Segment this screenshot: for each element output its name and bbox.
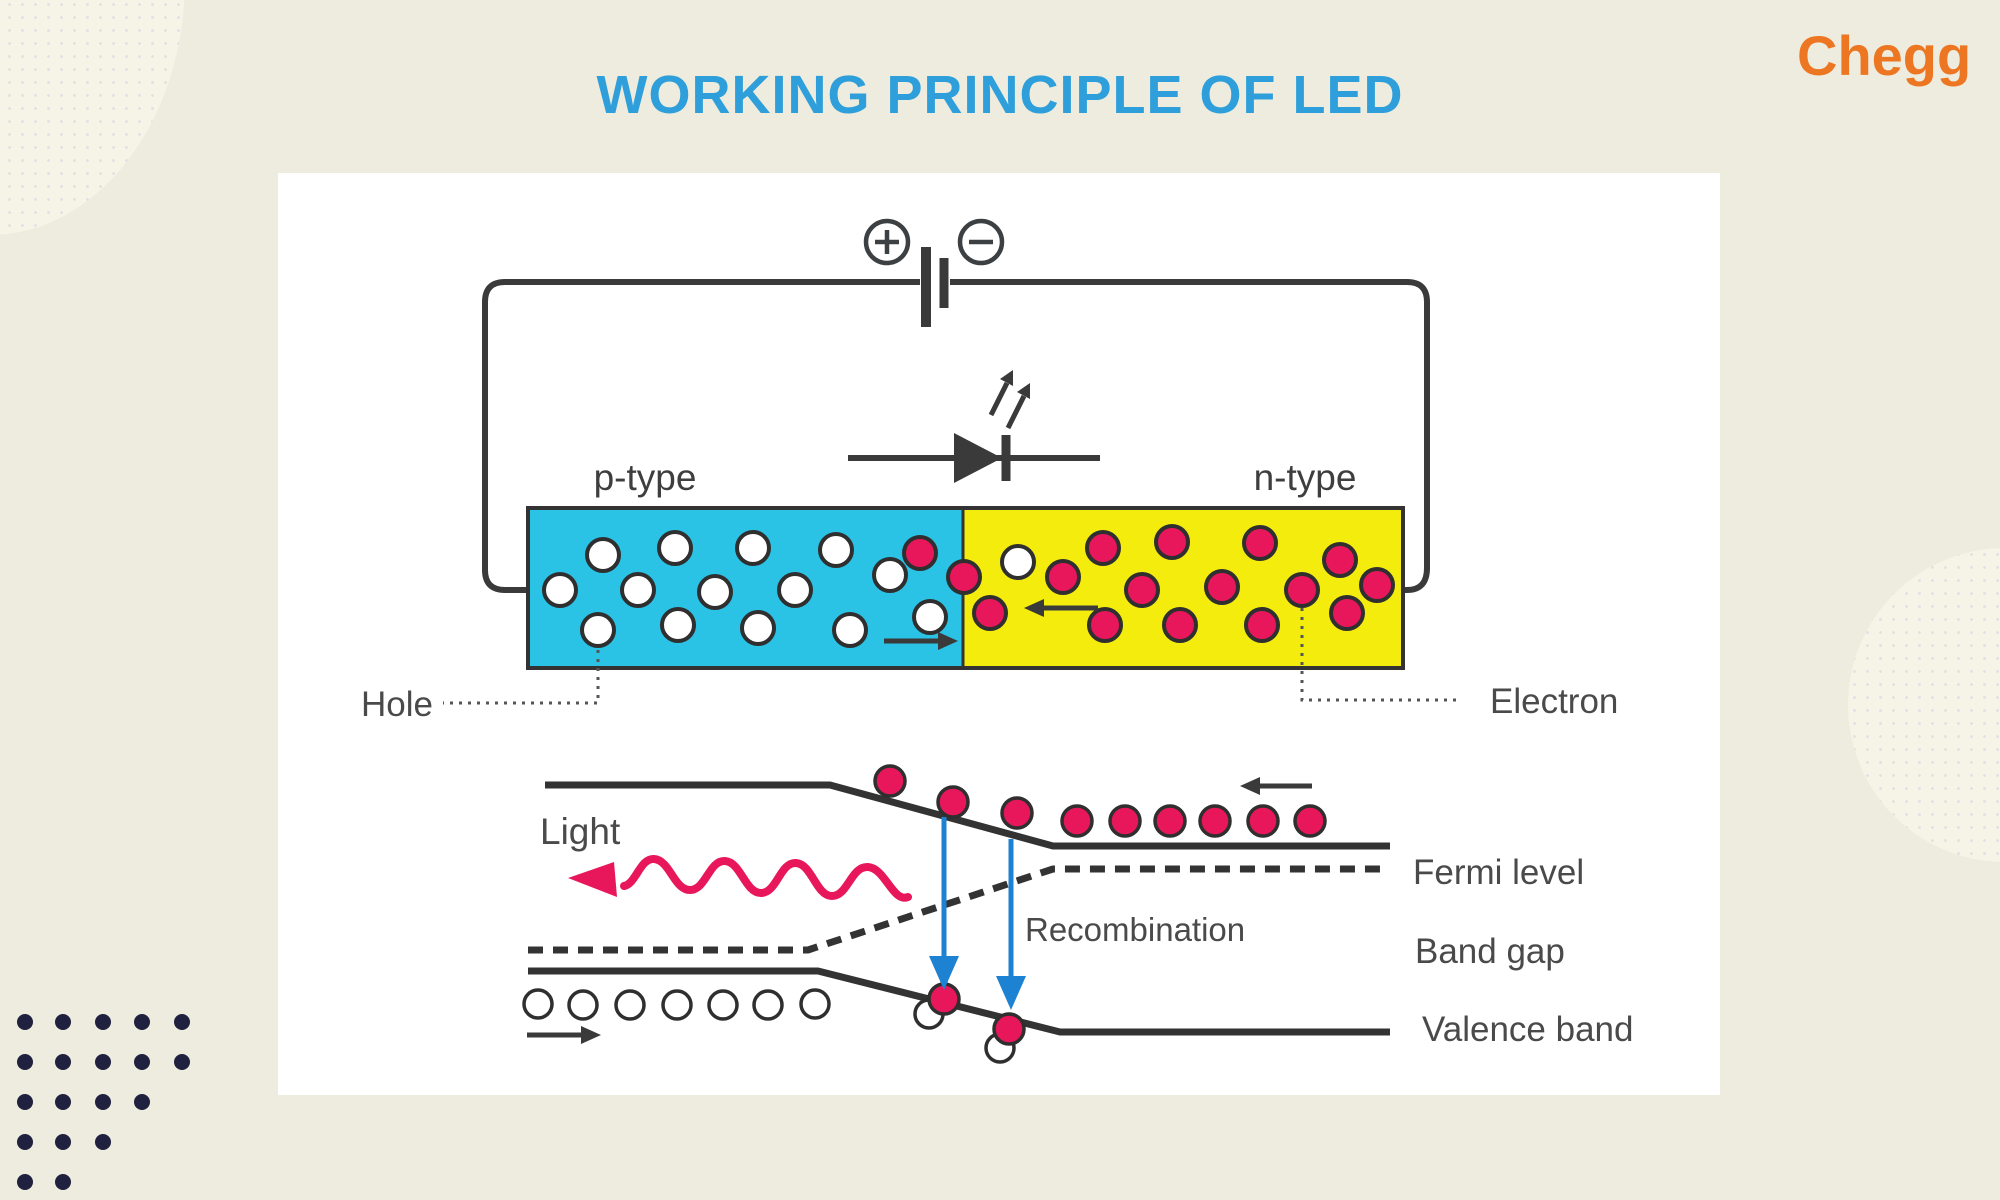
electron-leader-line [1300,608,1462,702]
light-emission-arrows-icon [988,370,1030,430]
circuit-wire [482,279,1430,593]
valence-band-label: Valence band [1422,1010,1633,1049]
light-label: Light [540,811,621,852]
electron-label: Electron [1490,682,1618,721]
hole-drift-arrow-icon [884,632,958,650]
band-diagram: Light Recombination Fermi level Band gap… [522,764,1633,1064]
page-title: WORKING PRINCIPLE OF LED [596,65,1404,125]
battery-icon [863,218,1005,327]
recombination-pairs-group [913,982,1026,1064]
battery-negative-icon [957,218,1005,266]
battery-positive-icon [863,218,911,266]
chegg-logo: Chegg [1797,24,1972,87]
decorative-blob-top-left [0,0,185,235]
hole-flow-arrow-icon [527,1026,601,1044]
conduction-band-line [545,781,1390,850]
n-type-label: n-type [1254,457,1357,498]
electrons-group [902,524,1395,643]
band-gap-label: Band gap [1415,932,1565,971]
valence-holes-group [522,988,831,1021]
fermi-level-line [528,865,1385,954]
diode-triangle [954,433,1002,483]
fermi-level-label: Fermi level [1413,853,1584,892]
dots-pattern [17,1014,190,1190]
p-type-label: p-type [594,457,697,498]
n-region-hole [1000,544,1036,580]
recombination-label: Recombination [1025,911,1245,948]
light-wave-arrow-icon [568,855,912,902]
electron-flow-arrow-icon [1240,777,1312,795]
block-border [526,506,1405,670]
hole-label: Hole [361,685,433,724]
conduction-electrons-group [873,764,1327,838]
led-icon [848,370,1100,483]
p-region-holes-group [542,530,948,648]
recombination-arrows-icon [929,817,1026,1010]
electron-drift-arrow-icon [1024,599,1098,617]
pn-junction-block [526,506,1405,670]
